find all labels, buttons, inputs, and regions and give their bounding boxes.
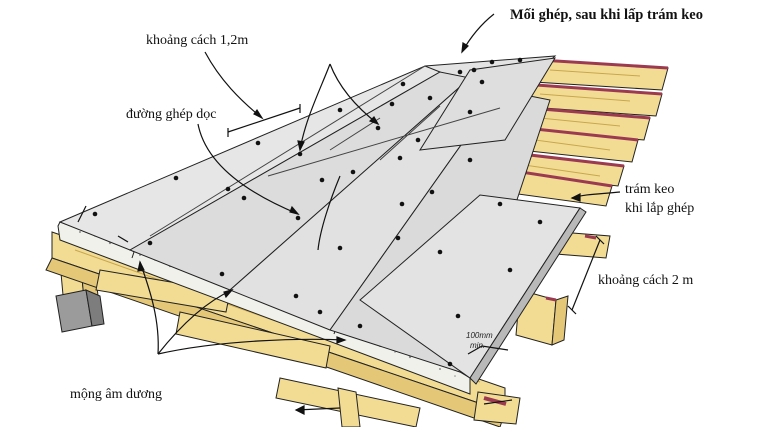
label-longitudinal-joint: đường ghép dọc <box>126 107 217 122</box>
label-tongue-groove: mộng âm dương <box>70 387 162 402</box>
label-dim-unit: min. <box>470 341 486 350</box>
label-dim-value: 100mm <box>466 331 493 340</box>
label-spacing-short: khoảng cách 1,2m <box>146 33 249 48</box>
post-middle <box>337 387 361 427</box>
panel-lifted <box>419 57 556 151</box>
label-sealant-line2: khi lắp ghép <box>625 201 695 216</box>
panel-rows <box>58 55 587 385</box>
leader-lines <box>77 13 621 415</box>
fastener-holes <box>92 57 543 367</box>
label-sealant-line1: trám keo <box>625 182 675 197</box>
label-spacing-long: khoảng cách 2 m <box>598 273 694 288</box>
label-joint-title: Mối ghép, sau khi lấp trám keo <box>510 7 703 23</box>
